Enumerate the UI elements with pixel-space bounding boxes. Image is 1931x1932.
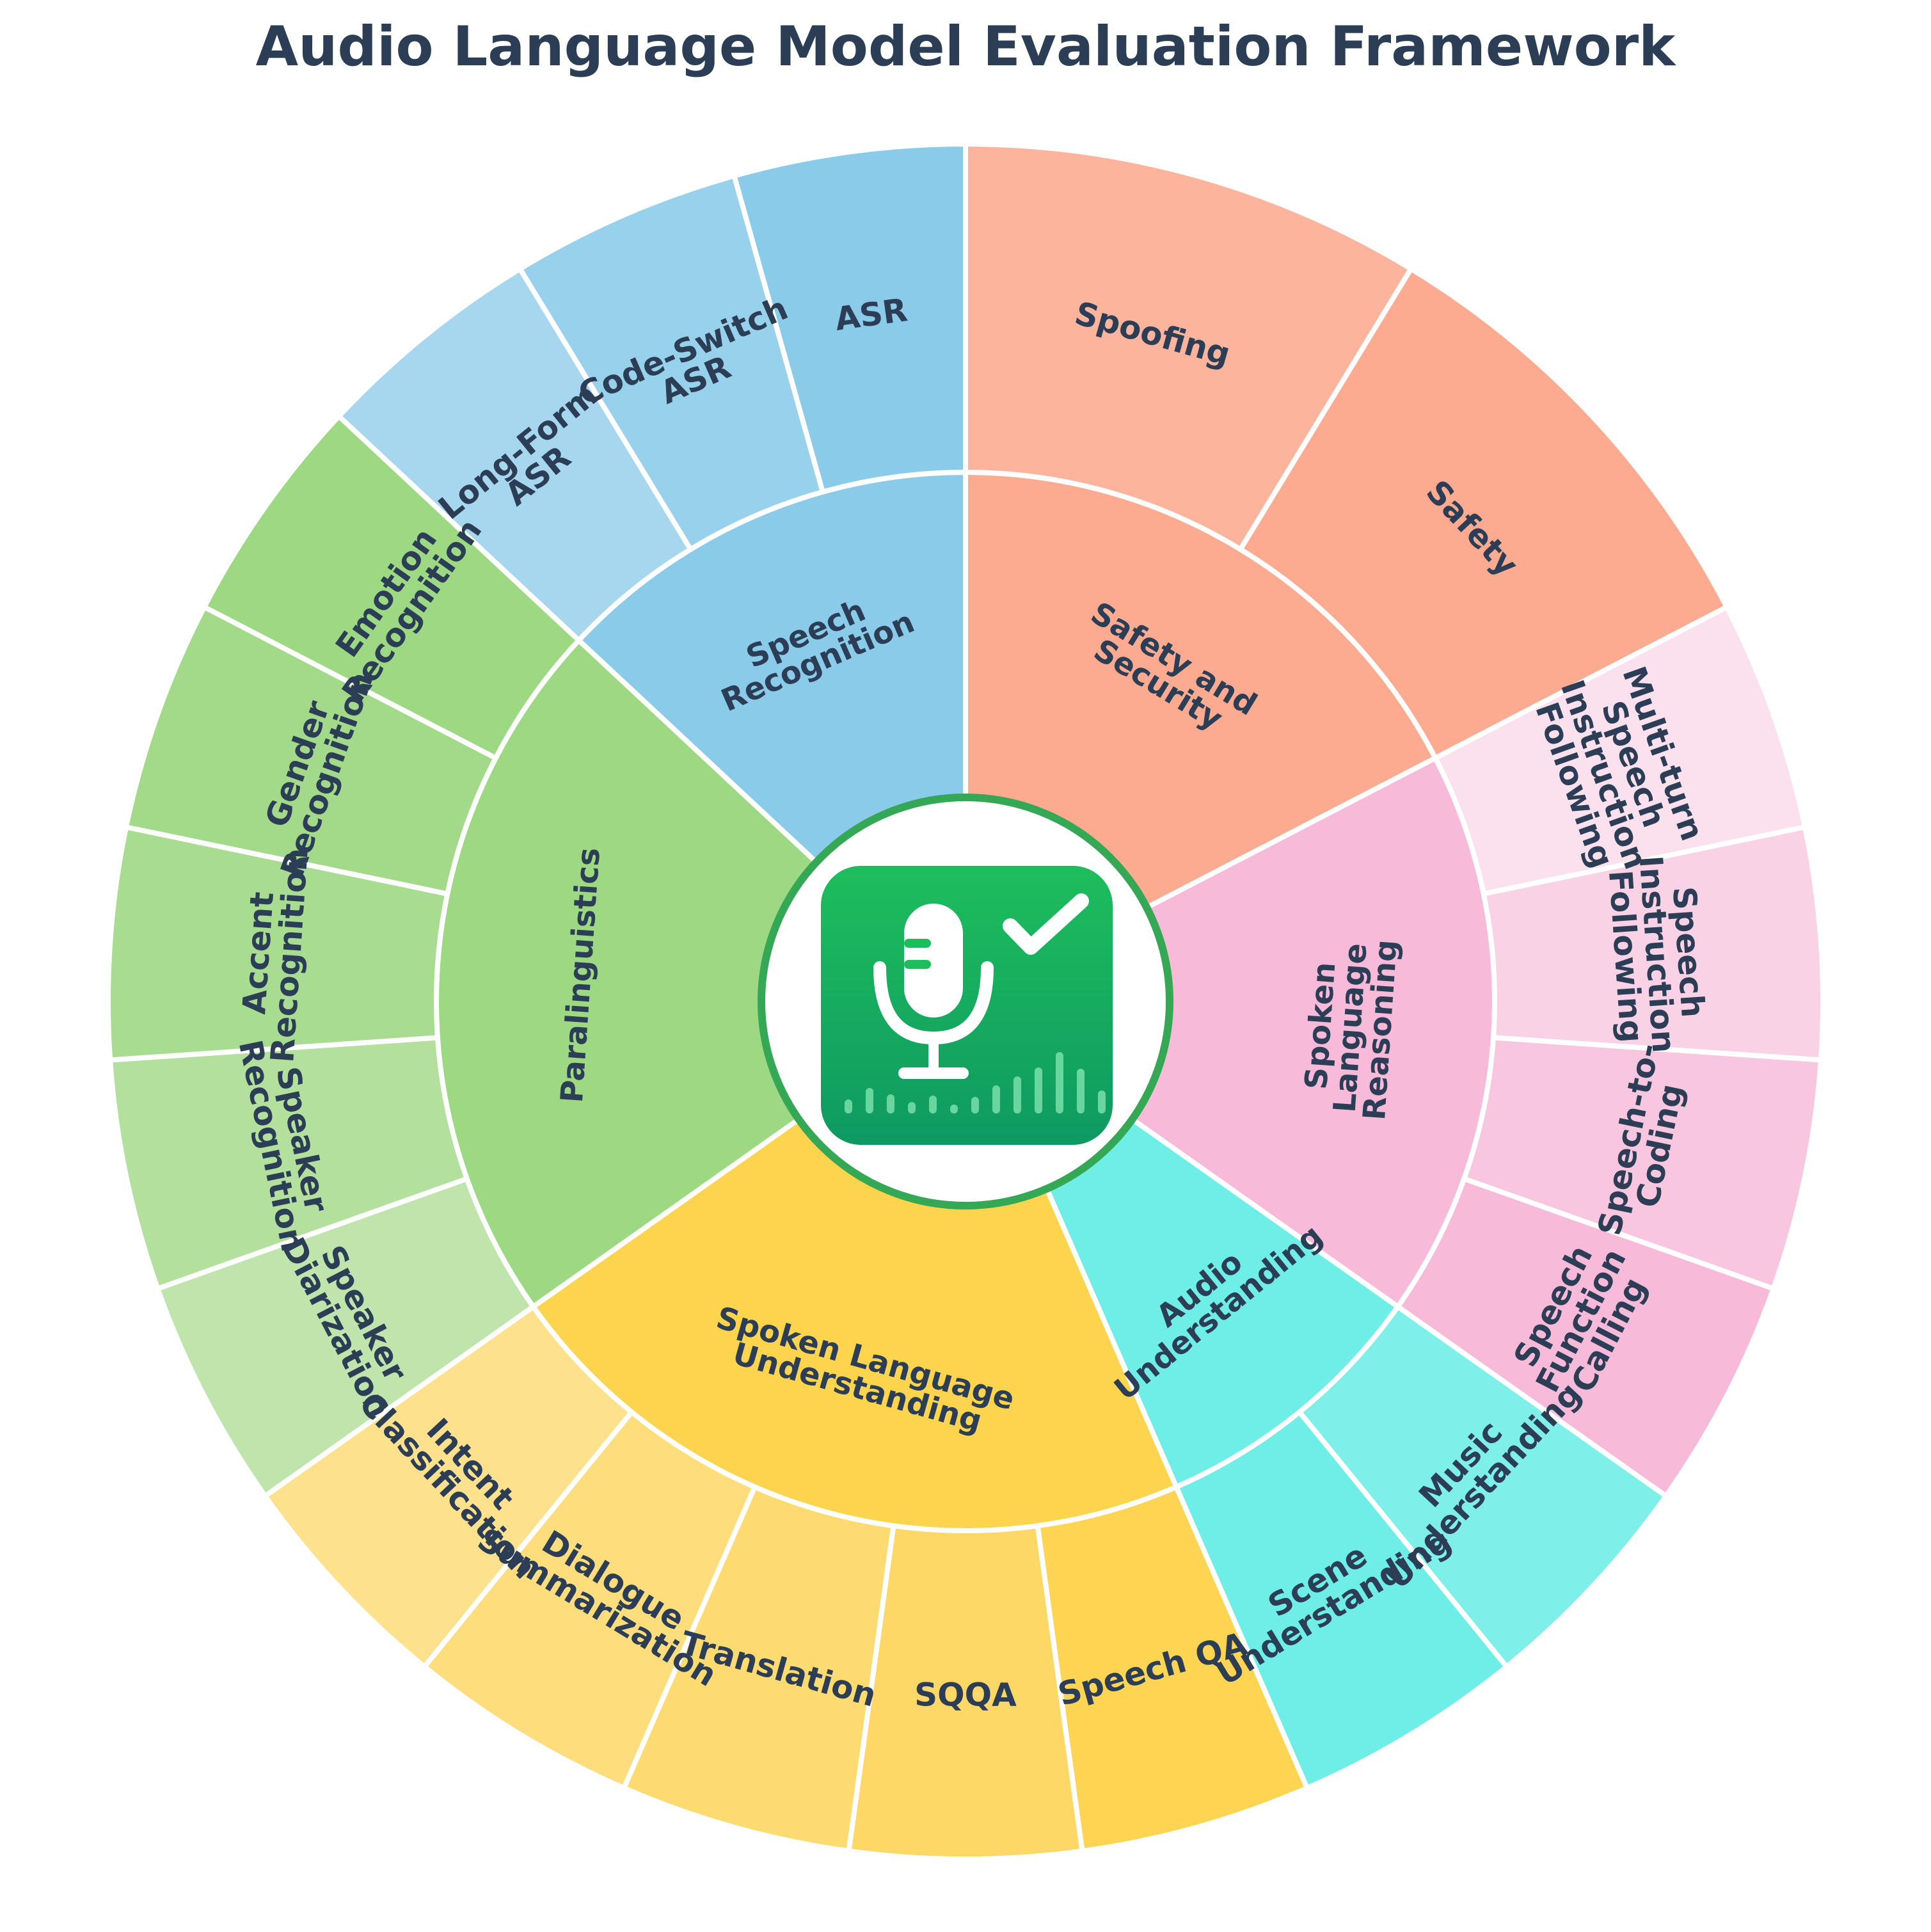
waveform-bar <box>1056 1052 1063 1114</box>
category-label-spoken-language-reasoning: SpokenLanguageReasoning <box>1296 934 1404 1121</box>
segments-layer <box>106 141 1826 1862</box>
task-safety <box>1237 265 1731 762</box>
waveform-bar <box>1077 1069 1085 1114</box>
chart-title: Audio Language Model Evaluation Framewor… <box>255 15 1676 79</box>
waveform-bar <box>1098 1090 1106 1114</box>
waveform-bar <box>866 1088 873 1114</box>
task-label-speech-instruction-following: SpeechInstructionFollowing <box>1601 852 1714 1057</box>
center-emblem <box>758 794 1173 1209</box>
waveform-bar <box>908 1102 916 1114</box>
waveform-bar <box>971 1097 979 1114</box>
waveform-bar <box>1035 1067 1042 1114</box>
waveform-bars <box>845 1052 1106 1114</box>
waveform-bar <box>950 1105 958 1114</box>
waveform-bar <box>992 1085 1000 1114</box>
waveform-bar <box>887 1094 894 1114</box>
task-label-sqqa: SQQA <box>914 1677 1017 1714</box>
task-asr <box>731 141 968 495</box>
microphone-check-icon <box>821 866 1113 1145</box>
waveform-bar <box>1013 1076 1021 1114</box>
waveform-bar <box>845 1099 852 1114</box>
waveform-bar <box>929 1096 937 1114</box>
